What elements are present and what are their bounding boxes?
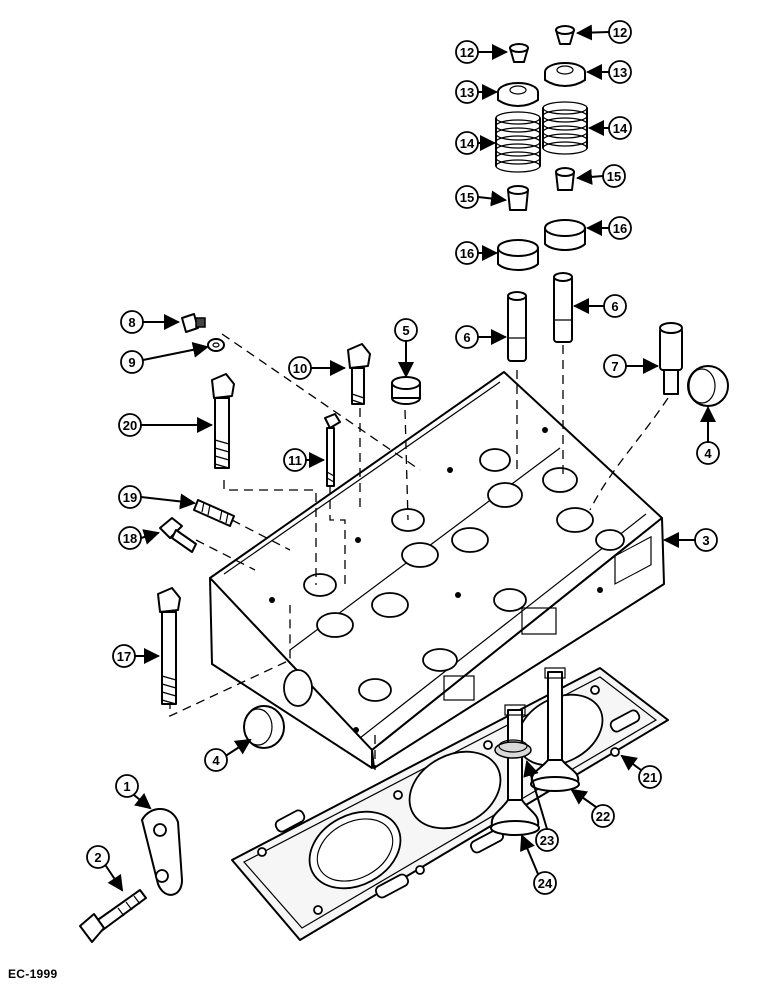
- callout-6-left: 6: [455, 325, 507, 349]
- cylinder-head: [209, 371, 665, 769]
- callout-label: 23: [540, 833, 554, 848]
- callout-label: 17: [117, 649, 131, 664]
- assembly-lines: [169, 333, 669, 770]
- bolt-10: [347, 343, 371, 405]
- callout-label: 7: [611, 359, 618, 374]
- callout-1: 1: [115, 774, 152, 810]
- plug-8: [181, 313, 206, 333]
- callout-label: 16: [613, 221, 627, 236]
- callout-label: 2: [94, 850, 101, 865]
- callout-9: 9: [120, 341, 209, 374]
- callout-label: 12: [613, 25, 627, 40]
- bracket-bolt: [79, 889, 147, 943]
- injector-sleeve-7: [659, 322, 683, 395]
- callout-12-left: 12: [455, 40, 508, 64]
- callout-3: 3: [663, 528, 718, 552]
- callout-23: 23: [523, 760, 559, 852]
- callout-label: 14: [613, 121, 628, 136]
- callout-label: 8: [128, 315, 135, 330]
- seal-5: [391, 376, 421, 405]
- callout-10: 10: [288, 356, 346, 380]
- lifting-bracket: [141, 808, 183, 896]
- callout-label: 18: [123, 531, 137, 546]
- callout-label: 19: [123, 490, 137, 505]
- bolt-17: [157, 587, 181, 705]
- callout-18: 18: [118, 526, 160, 550]
- callout-17: 17: [112, 644, 160, 668]
- callout-19: 19: [118, 485, 196, 510]
- callout-label: 5: [402, 323, 409, 338]
- callout-13-right: 13: [586, 60, 632, 84]
- callout-14-left: 14: [455, 131, 496, 155]
- callout-label: 10: [293, 361, 307, 376]
- valve-guide-left: [507, 291, 527, 362]
- callout-15-left: 15: [455, 185, 507, 209]
- figure-reference-code: EC-1999: [8, 967, 58, 981]
- callout-24: 24: [520, 834, 557, 895]
- valve-guide-right: [553, 272, 573, 343]
- callout-6-right: 6: [573, 294, 627, 318]
- callout-label: 15: [460, 190, 474, 205]
- callout-label: 1: [123, 779, 130, 794]
- callout-16-left: 16: [455, 241, 498, 265]
- callout-label: 22: [596, 809, 610, 824]
- callouts: 12 12 13 13 14 14: [86, 20, 720, 895]
- callout-8: 8: [120, 310, 180, 334]
- callout-4-lower: 4: [204, 738, 252, 772]
- callout-label: 11: [288, 453, 302, 468]
- callout-11: 11: [283, 448, 325, 472]
- callout-16-right: 16: [586, 216, 632, 240]
- stack-right: [542, 25, 588, 251]
- callout-label: 9: [128, 355, 135, 370]
- callout-15-right: 15: [576, 164, 626, 188]
- callout-21: 21: [620, 754, 662, 789]
- stud-19: [193, 499, 235, 527]
- callout-label: 15: [607, 169, 621, 184]
- callout-label: 14: [460, 136, 475, 151]
- callout-14-right: 14: [588, 116, 632, 140]
- callout-label: 20: [123, 418, 137, 433]
- callout-13-left: 13: [455, 80, 498, 104]
- callout-label: 24: [538, 876, 553, 891]
- bolt-11: [324, 413, 341, 487]
- valves: [490, 667, 580, 836]
- callout-label: 16: [460, 246, 474, 261]
- callout-label: 21: [643, 770, 657, 785]
- callout-label: 13: [613, 65, 627, 80]
- stack-left: [495, 43, 541, 271]
- callout-20: 20: [118, 413, 213, 437]
- callout-22: 22: [570, 788, 615, 828]
- callout-4-upper: 4: [696, 406, 720, 465]
- callout-5: 5: [394, 318, 418, 378]
- core-plug-upper: [687, 365, 729, 407]
- callout-label: 3: [702, 533, 709, 548]
- core-plug-lower: [243, 705, 285, 749]
- washer-9: [207, 338, 225, 352]
- callout-7: 7: [603, 354, 659, 378]
- callout-2: 2: [86, 845, 124, 892]
- callout-label: 4: [212, 753, 220, 768]
- callout-label: 4: [704, 446, 712, 461]
- bolt-20: [211, 373, 235, 469]
- callout-label: 12: [460, 45, 474, 60]
- callout-label: 6: [611, 299, 618, 314]
- callout-label: 13: [460, 85, 474, 100]
- callout-12-right: 12: [576, 20, 632, 44]
- screw-18: [159, 517, 197, 553]
- callout-label: 6: [463, 330, 470, 345]
